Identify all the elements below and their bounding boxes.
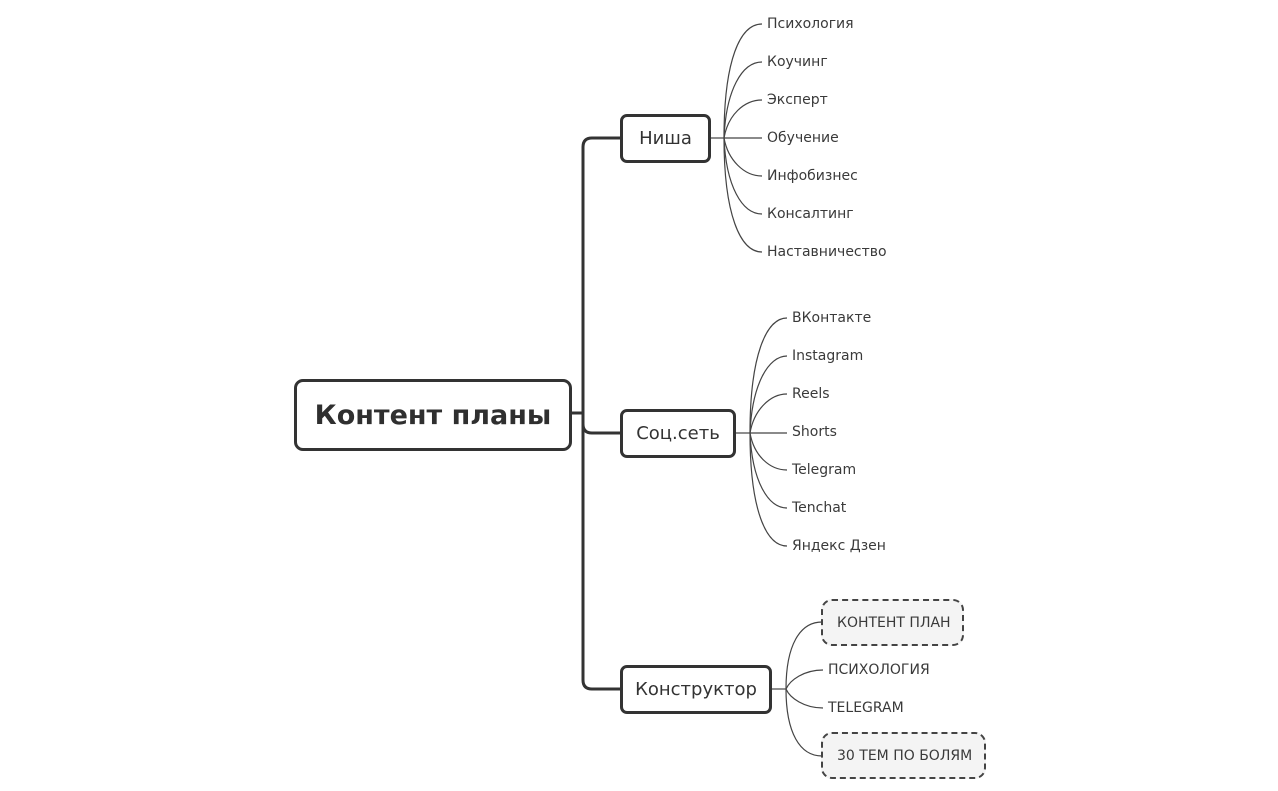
root-connectors <box>572 136 621 691</box>
leaf-social-shorts[interactable]: Shorts <box>792 424 837 440</box>
leaf-niche-psychology[interactable]: Психология <box>767 16 854 32</box>
leaf-constructor-content-plan[interactable]: КОНТЕНТ ПЛАН <box>821 599 964 646</box>
leaf-niche-mentoring[interactable]: Наставничество <box>767 244 887 260</box>
branch-niche[interactable]: Ниша <box>620 114 711 163</box>
leaf-constructor-psychology[interactable]: ПСИХОЛОГИЯ <box>828 662 930 678</box>
leaf-niche-consulting[interactable]: Консалтинг <box>767 206 854 222</box>
branch-constructor[interactable]: Конструктор <box>620 665 772 714</box>
leaf-constructor-30-topics[interactable]: 30 ТЕМ ПО БОЛЯМ <box>821 732 986 779</box>
constructor-connectors <box>771 621 824 757</box>
leaf-niche-coaching[interactable]: Коучинг <box>767 54 828 70</box>
leaf-social-vkontakte[interactable]: ВКонтакте <box>792 310 872 326</box>
leaf-niche-expert[interactable]: Эксперт <box>767 92 828 108</box>
niche-connectors <box>710 23 763 253</box>
leaf-social-reels[interactable]: Reels <box>792 386 830 402</box>
root-node[interactable]: Контент планы <box>294 379 572 451</box>
leaf-niche-infobusiness[interactable]: Инфобизнес <box>767 168 858 184</box>
leaf-social-instagram[interactable]: Instagram <box>792 348 864 364</box>
leaf-social-yandex-dzen[interactable]: Яндекс Дзен <box>792 538 886 554</box>
leaf-social-tenchat[interactable]: Tenchat <box>792 500 847 516</box>
leaf-social-telegram[interactable]: Telegram <box>792 462 857 478</box>
leaf-constructor-telegram[interactable]: TELEGRAM <box>828 700 904 716</box>
social-connectors <box>735 317 788 547</box>
branch-social[interactable]: Соц.сеть <box>620 409 736 458</box>
leaf-niche-education[interactable]: Обучение <box>767 130 839 146</box>
